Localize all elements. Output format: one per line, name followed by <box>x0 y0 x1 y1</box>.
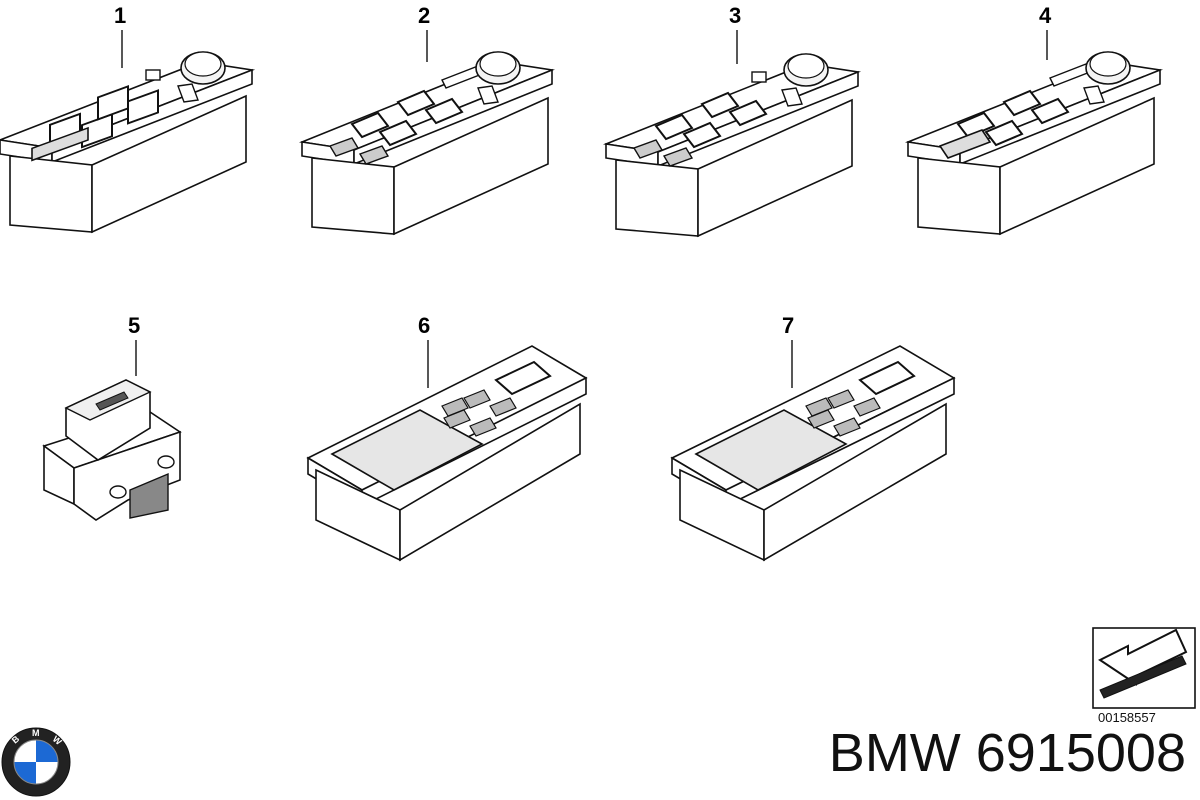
part-number-1: 1 <box>114 3 126 28</box>
brand-part-number: BMW 6915008 <box>828 723 1186 783</box>
svg-text:M: M <box>32 728 40 738</box>
part-number-5: 5 <box>128 313 140 338</box>
bmw-logo: B M W <box>1 727 71 797</box>
part-number-4: 4 <box>1039 3 1052 28</box>
part-number-6: 6 <box>418 313 430 338</box>
window-switch-part-3 <box>602 30 862 238</box>
window-switch-part-2 <box>299 30 555 236</box>
window-switch-part-1 <box>0 30 256 234</box>
window-switch-part-4 <box>904 30 1164 236</box>
view-arrow-icon <box>1092 627 1196 709</box>
part-number-2: 2 <box>418 3 430 28</box>
svg-text:B: B <box>10 733 22 745</box>
window-switch-part-5 <box>42 340 182 521</box>
diagram-code: 00158557 <box>1098 710 1156 725</box>
window-switch-part-7 <box>670 340 956 562</box>
part-number-7: 7 <box>782 313 794 338</box>
part-number-3: 3 <box>729 3 741 28</box>
window-switch-part-6 <box>306 340 588 562</box>
